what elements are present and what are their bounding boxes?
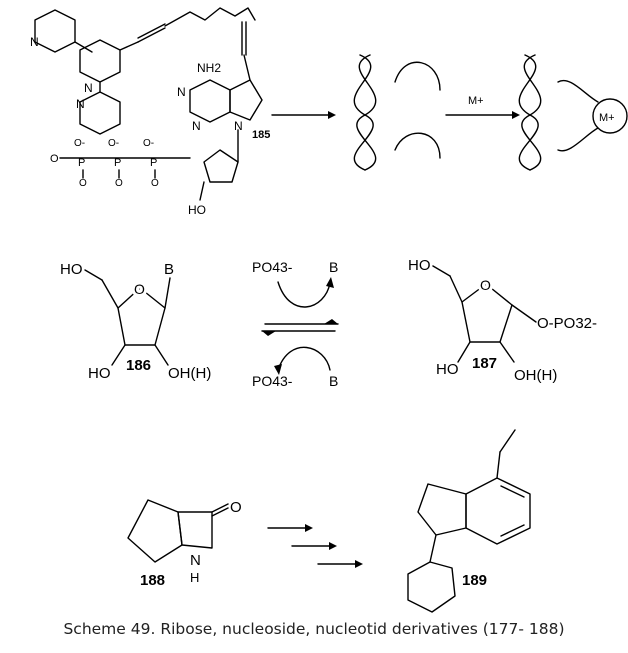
compound-187-structure: HO O O O-PO32- HO 187 OH(H)	[408, 257, 597, 384]
ho-label-top: HO	[188, 203, 206, 217]
187-ho-bottom: HO	[436, 361, 459, 378]
pyrrole-ring	[229, 79, 263, 121]
188-o-label: O	[230, 499, 242, 516]
pyridine-ring-3	[79, 91, 121, 135]
186-o-ring: O	[134, 281, 145, 297]
186-ho-bottom: HO	[88, 365, 111, 382]
alkyl-chain	[164, 7, 256, 27]
svg-text:P: P	[150, 157, 157, 169]
186-base: B	[164, 261, 174, 278]
svg-text:O: O	[151, 178, 159, 189]
svg-text:N: N	[192, 119, 201, 133]
compound-186-structure: HO O O B HO 186 OH(H)	[60, 261, 211, 382]
187-o-ring: O	[480, 277, 491, 293]
188-cyclopentane	[127, 499, 183, 563]
reagent-bottom-phosphate: PO43-	[252, 373, 293, 389]
188-n-label: N	[190, 552, 201, 569]
svg-text:N: N	[177, 85, 186, 99]
o-minus-1: O-	[74, 138, 85, 149]
o-minus-2: O-	[108, 138, 119, 149]
189-cyclopentene-fused	[417, 483, 467, 536]
compound-188-label: 188	[140, 572, 165, 589]
svg-text:O: O	[50, 153, 59, 165]
compound-189-label: 189	[462, 572, 487, 589]
compound-185-structure: N N N NH2 N N N 185 HO O O- O-	[30, 7, 270, 217]
189-cyclopentane	[407, 561, 456, 613]
metal-ion-circle	[592, 98, 628, 134]
186-furanose-ring	[117, 287, 166, 346]
187-oh-h: OH(H)	[514, 367, 557, 384]
dna-helix-2: M+	[518, 54, 628, 171]
svg-text:O: O	[480, 277, 491, 293]
svg-text:P: P	[78, 157, 85, 169]
pyridine-n-3: N	[76, 97, 85, 111]
reagent-bottom-base: B	[329, 373, 338, 389]
pyridine-n-1: N	[30, 35, 39, 49]
188-h-label: H	[190, 570, 199, 585]
equilibrium-section: PO43- B PO43- B	[252, 259, 339, 389]
187-furanose-ring	[461, 283, 513, 343]
deoxyribose-ring	[203, 149, 239, 183]
187-o-phosphate: O-PO32-	[537, 315, 597, 332]
nh2-label: NH2	[197, 61, 221, 75]
compound-185-label: 185	[252, 129, 270, 141]
o-minus-3: O-	[143, 138, 154, 149]
curved-arrow-top	[277, 281, 331, 308]
187-ho-top: HO	[408, 257, 431, 274]
svg-text:O: O	[115, 178, 123, 189]
186-ho-top: HO	[60, 261, 83, 278]
svg-text:O: O	[134, 281, 145, 297]
188-beta-lactam	[177, 511, 213, 549]
dna-helix-1	[353, 54, 441, 171]
central-pyridine-n: N	[84, 81, 93, 95]
compound-186-label: 186	[126, 357, 151, 374]
compound-188-structure: O N H 188	[127, 499, 242, 589]
pyrimidine-ring	[189, 79, 231, 123]
curved-arrow-bottom	[277, 346, 331, 371]
186-oh-h: OH(H)	[168, 365, 211, 382]
pyridine-ring-central	[79, 39, 121, 83]
svg-text:P: P	[114, 157, 121, 169]
svg-text:O: O	[79, 178, 87, 189]
svg-text:N: N	[234, 119, 243, 133]
189-benzene-ring	[465, 477, 531, 545]
compound-187-label: 187	[472, 355, 497, 372]
scheme-caption: Scheme 49. Ribose, nucleoside, nucleotid…	[63, 620, 565, 638]
reagent-top-phosphate: PO43-	[252, 259, 293, 275]
reagent-top-base: B	[329, 259, 338, 275]
pyridine-ring-1	[34, 9, 76, 53]
multistep-arrows	[267, 524, 363, 568]
compound-189-structure: 189	[407, 429, 531, 613]
metal-arrow-label: M+	[468, 95, 484, 107]
metal-ion-label: M+	[599, 112, 615, 124]
